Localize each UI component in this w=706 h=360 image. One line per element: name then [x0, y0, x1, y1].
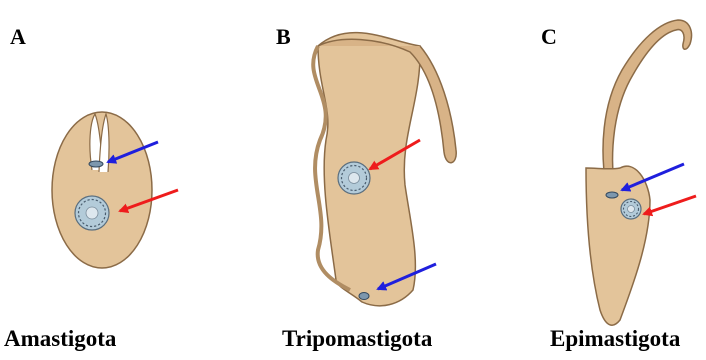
epimastigote-flagellum: [603, 20, 691, 186]
stage-label-amastigota: Amastigota: [4, 326, 116, 352]
amastigote-nucleus: [75, 196, 109, 230]
trypomastigote-kinetoplast: [359, 293, 369, 300]
epimastigote-kinetoplast: [606, 192, 618, 198]
epimastigote-body: [586, 166, 650, 325]
trypomastigote-nucleus: [338, 162, 370, 194]
epimastigote-nucleus-arrow: [644, 196, 696, 214]
panel-letter-b: B: [276, 24, 291, 50]
amastigote-kinetoplast: [89, 161, 103, 167]
panel-letter-a: A: [10, 24, 26, 50]
epimastigote-nucleus: [621, 199, 641, 219]
stage-label-epimastigota: Epimastigota: [550, 326, 680, 352]
panel-letter-c: C: [541, 24, 557, 50]
stage-label-tripomastigota: Tripomastigota: [282, 326, 432, 352]
amastigote-cell: [52, 112, 152, 268]
